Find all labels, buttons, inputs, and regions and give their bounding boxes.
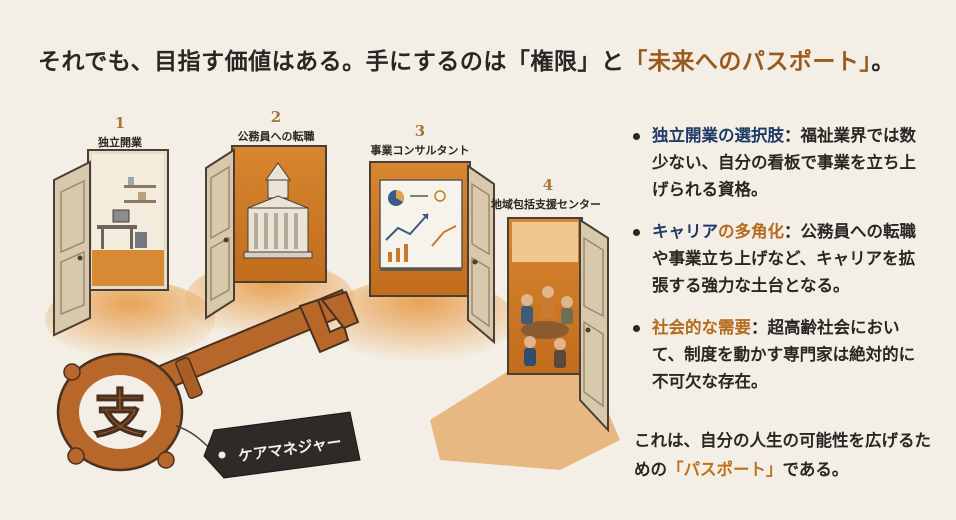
benefit-2-text: ：公務員への転職や事業立ち上げなど、キャリアを拡張する強力な土台となる。 <box>652 222 916 295</box>
benefit-2-lead-a: キャリア <box>652 222 718 241</box>
whiteboard-chart-icon <box>379 179 463 271</box>
meeting-people-icon <box>521 286 573 368</box>
door-1-label: 独立開業 <box>97 135 143 149</box>
benefit-3-lead: 社会的な需要 <box>652 318 751 337</box>
door-3-number: 3 <box>415 122 425 140</box>
doors-key-illustration: 1 独立開業 2 公務員への転職 <box>45 108 620 479</box>
door-1-number: 1 <box>115 114 125 132</box>
key-tag: ケアマネジャー <box>203 411 361 479</box>
door-2-label: 公務員への転職 <box>238 129 315 143</box>
benefit-2-lead-b: の多角化 <box>718 222 784 241</box>
title-passport: 「未来へのパスポート」 <box>624 49 872 75</box>
benefit-independent-business: 独立開業の選択肢：福祉業界では数少ない、自分の看板で事業を立ち上げられる資格。 <box>630 122 930 203</box>
closing-before: これは、自分の人生の可能性を広げるための <box>634 431 931 479</box>
closing-after: である。 <box>782 460 849 479</box>
title-authority: 「権限」 <box>506 49 601 75</box>
door-civil-service: 2 公務員への転職 <box>185 108 355 340</box>
door-4-label: 地域包括支援センター <box>491 197 601 211</box>
key-icon <box>56 288 360 472</box>
benefit-3-text: ：超高齢社会において、制度を動かす専門家は絶対的に不可欠な存在。 <box>652 318 916 391</box>
benefit-social-demand: 社会的な需要：超高齢社会において、制度を動かす専門家は絶対的に不可欠な存在。 <box>630 314 930 395</box>
benefits-list: 独立開業の選択肢：福祉業界では数少ない、自分の看板で事業を立ち上げられる資格。 … <box>630 122 930 410</box>
title-part1: それでも、目指す価値はある。手にするのは <box>38 49 507 75</box>
care-manager-key: 支 ケアマネジャー <box>56 288 361 479</box>
door-independent-business: 1 独立開業 <box>45 114 215 360</box>
benefit-career-diversification: キャリアの多角化：公務員への転職や事業立ち上げなど、キャリアを拡張する強力な土台… <box>630 218 930 299</box>
benefit-1-text: ：福祉業界では数少ない、自分の看板で事業を立ち上げられる資格。 <box>652 126 916 199</box>
closing-statement: これは、自分の人生の可能性を広げるための「パスポート」である。 <box>634 426 934 484</box>
title-end: 。 <box>871 49 895 75</box>
page-title: それでも、目指す価値はある。手にするのは「権限」と「未来へのパスポート」。 <box>38 42 895 76</box>
closing-highlight: 「パスポート」 <box>667 460 783 479</box>
door-4-number: 4 <box>543 176 553 194</box>
parliament-building-icon <box>243 162 313 259</box>
door-business-consultant: 3 事業コンサルタント <box>325 122 515 362</box>
benefit-1-lead: 独立開業の選択肢 <box>652 126 784 145</box>
door-2-number: 2 <box>271 108 281 126</box>
title-mid: と <box>600 49 625 75</box>
door-3-label: 事業コンサルタント <box>371 143 470 157</box>
door-community-support-center: 4 地域包括支援センター <box>430 176 620 470</box>
key-emblem: 支 <box>94 385 146 445</box>
